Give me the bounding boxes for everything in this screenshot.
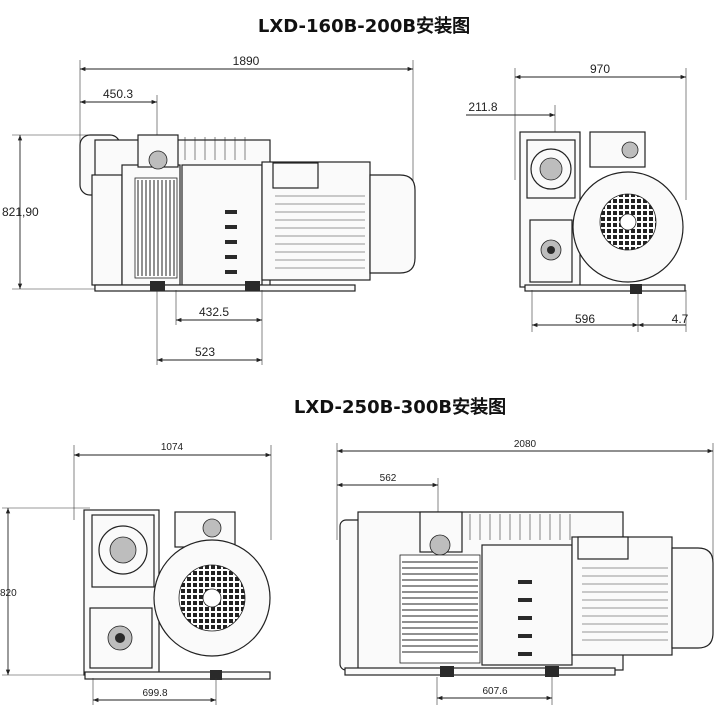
dim-label-821-90: 821,90 — [2, 205, 39, 219]
dim-label-450-3: 450.3 — [103, 87, 133, 101]
title-lxd-160b-200b: LXD-160B-200B安装图 — [258, 15, 470, 37]
title-lxd-250b-300b: LXD-250B-300B安装图 — [294, 396, 506, 418]
dim-label-970: 970 — [590, 62, 610, 76]
dim-label-432-5: 432.5 — [199, 305, 229, 319]
dim-label-699-8: 699.8 — [142, 688, 167, 699]
pump-end-view-250b: 1074 820 699.8 — [0, 442, 272, 705]
dim-label-4-7: 4.7 — [672, 312, 689, 326]
dim-label-523: 523 — [195, 345, 215, 359]
dim-label-562: 562 — [380, 473, 397, 484]
dim-label-211-8: 211.8 — [468, 100, 497, 114]
dim-label-1890: 1890 — [233, 54, 260, 68]
pump-end-view-160b: 970 211.8 596 4.7 — [466, 62, 689, 332]
dim-label-607-6: 607.6 — [482, 686, 507, 697]
dim-label-596: 596 — [575, 312, 595, 326]
dim-label-820: 820 — [0, 588, 17, 599]
pump-side-view-160b: 1890 450.3 821,90 — [2, 54, 416, 365]
pump-side-view-250b: 2080 562 — [336, 439, 714, 705]
dim-label-1074: 1074 — [161, 442, 184, 453]
dim-label-2080: 2080 — [514, 439, 537, 450]
